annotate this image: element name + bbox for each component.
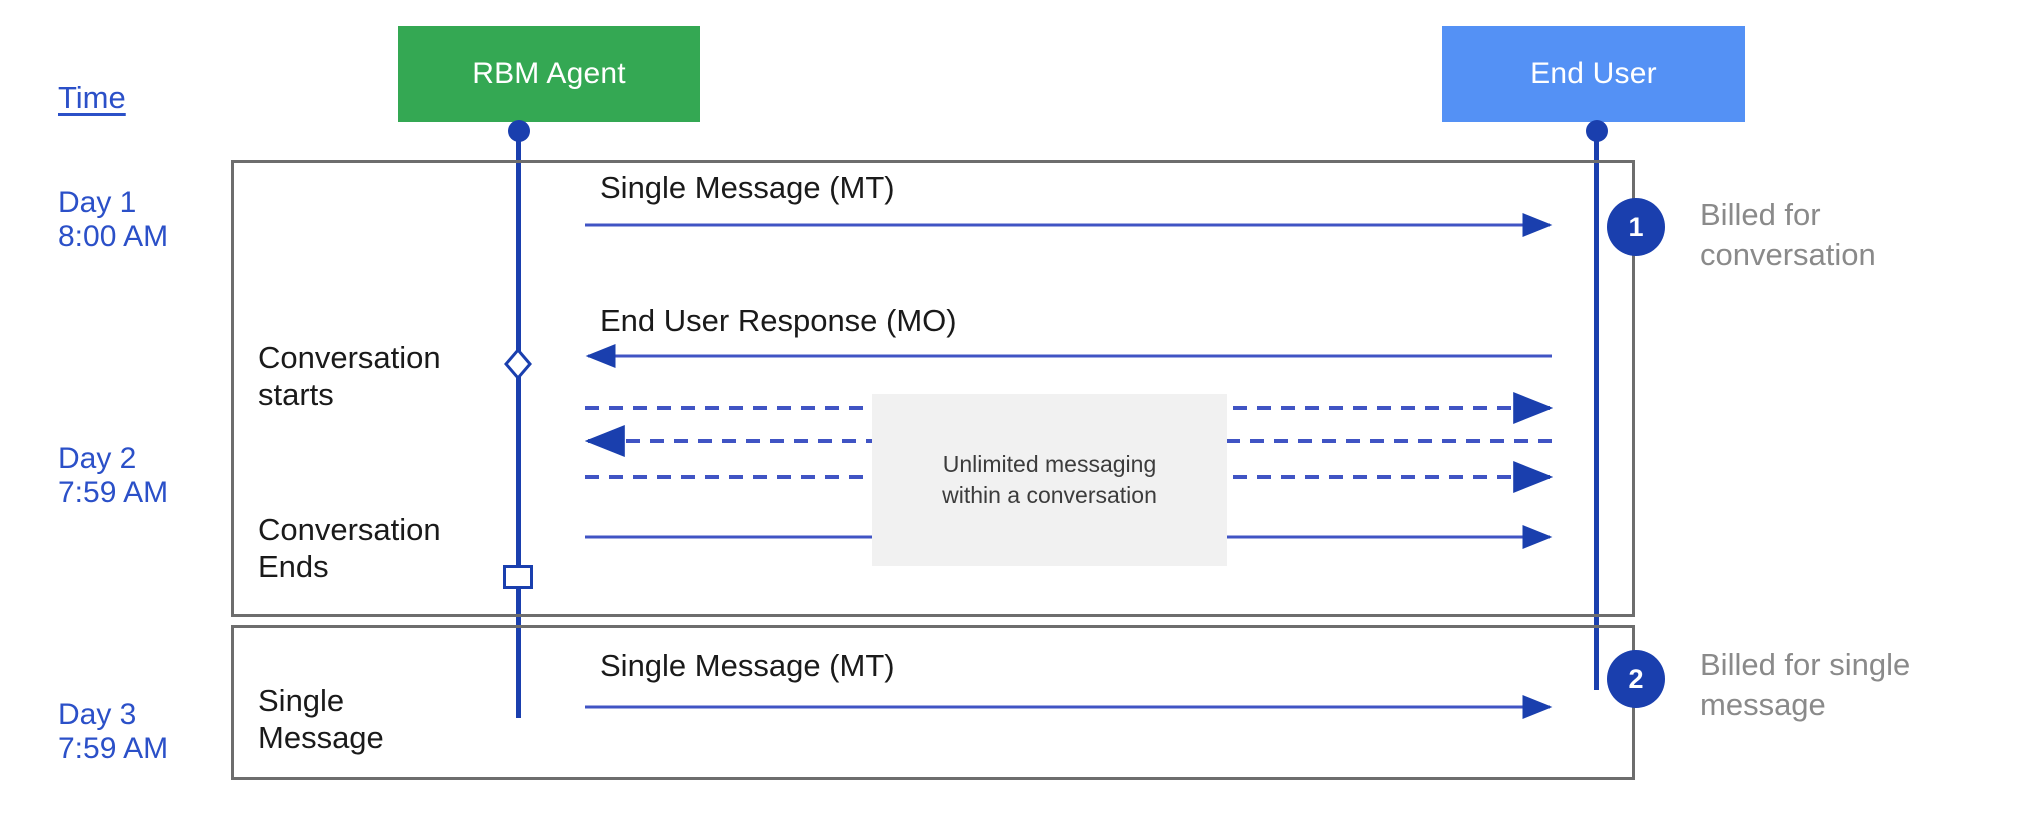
stage-label-conversation-starts: Conversation starts	[258, 340, 441, 413]
actor-box-rbm-agent: RBM Agent	[398, 26, 700, 122]
time-label-day2: Day 2 7:59 AM	[58, 442, 169, 509]
billing-callout-2: Billed for single message	[1700, 647, 1911, 723]
billing-badge-2-number: 2	[1628, 663, 1644, 694]
billing-badge-1: 1	[1607, 198, 1665, 256]
lifeline-dot-rbm-agent	[508, 120, 530, 142]
time-label-day1: Day 1 8:00 AM	[58, 186, 169, 253]
note-box-unlimited-messaging: Unlimited messaging within a conversatio…	[872, 394, 1227, 566]
message-caption-mt-2: Single Message (MT)	[600, 648, 895, 683]
stage-label-conversation-ends: Conversation Ends	[258, 512, 441, 585]
actor-box-end-user: End User	[1442, 26, 1745, 122]
message-caption-mo-1: End User Response (MO)	[600, 303, 957, 338]
lifeline-marker-square	[503, 565, 533, 589]
billing-badge-1-number: 1	[1628, 211, 1644, 242]
actor-label-rbm-agent: RBM Agent	[472, 57, 626, 90]
note-text-unlimited-messaging: Unlimited messaging within a conversatio…	[942, 450, 1157, 508]
group-box-conversation	[231, 160, 1635, 617]
billing-callout-1: Billed for conversation	[1700, 197, 1876, 273]
stage-label-single-message: Single Message	[258, 683, 384, 756]
group-box-single-message	[231, 625, 1635, 780]
time-axis-header: Time	[58, 80, 126, 115]
lifeline-dot-end-user	[1586, 120, 1608, 142]
time-label-day3-conversation-end: Day 3 7:59 AM	[58, 698, 169, 765]
billing-badge-2: 2	[1607, 650, 1665, 708]
lifeline-end-user	[1594, 130, 1599, 690]
message-caption-mt-1: Single Message (MT)	[600, 170, 895, 205]
actor-label-end-user: End User	[1530, 57, 1657, 90]
lifeline-rbm-agent	[516, 130, 521, 718]
